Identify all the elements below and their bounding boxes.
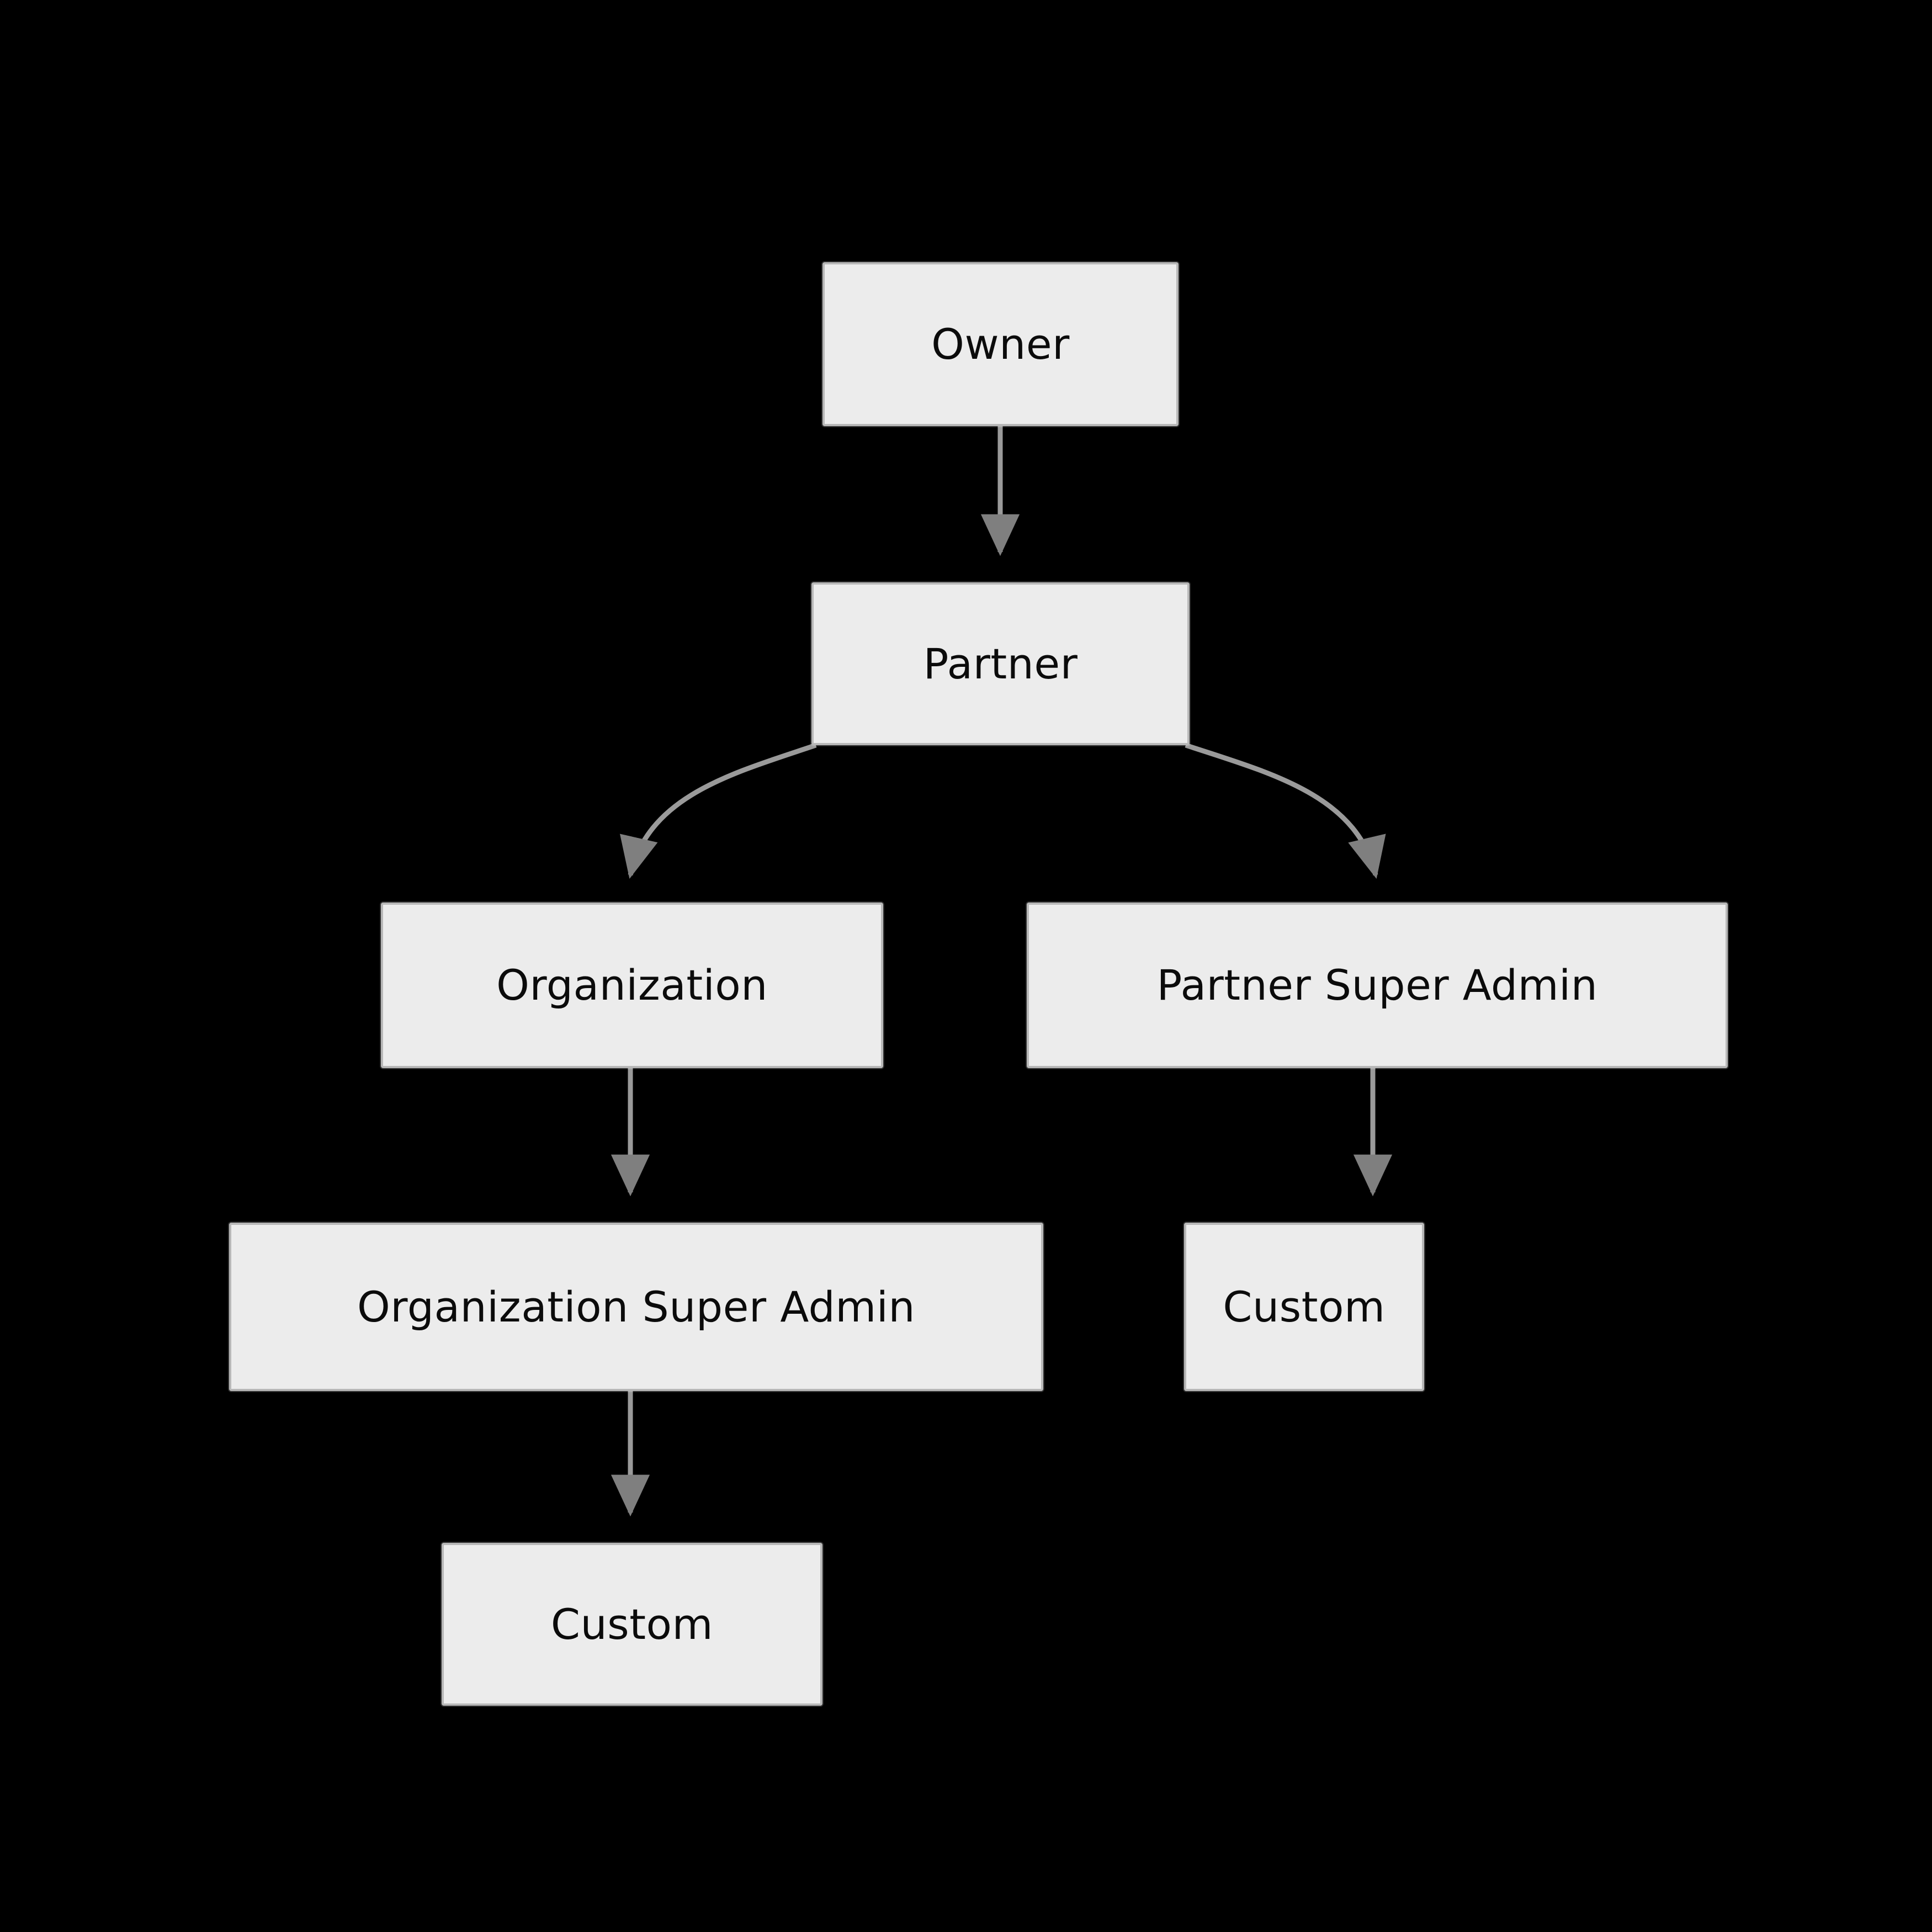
node-partner-super-admin[interactable]: Partner Super Admin <box>1027 903 1728 1068</box>
node-custom-right-label: Custom <box>1223 1282 1386 1331</box>
node-partner-super-admin-label: Partner Super Admin <box>1156 960 1598 1010</box>
node-organization-super-admin-label: Organization Super Admin <box>357 1282 916 1331</box>
edge-partner-to-organization <box>620 742 817 879</box>
node-owner[interactable]: Owner <box>822 262 1179 426</box>
node-custom-bottom-label: Custom <box>550 1599 714 1649</box>
node-partner-label: Partner <box>923 639 1078 688</box>
node-owner-label: Owner <box>931 319 1070 369</box>
node-organization-label: Organization <box>496 960 768 1010</box>
node-organization[interactable]: Organization <box>381 903 883 1068</box>
node-organization-super-admin[interactable]: Organization Super Admin <box>229 1223 1043 1391</box>
node-custom-right[interactable]: Custom <box>1184 1223 1424 1391</box>
node-partner[interactable]: Partner <box>811 582 1190 745</box>
edge-partner-to-partner-super-admin <box>1185 742 1386 879</box>
node-custom-bottom[interactable]: Custom <box>442 1543 822 1706</box>
